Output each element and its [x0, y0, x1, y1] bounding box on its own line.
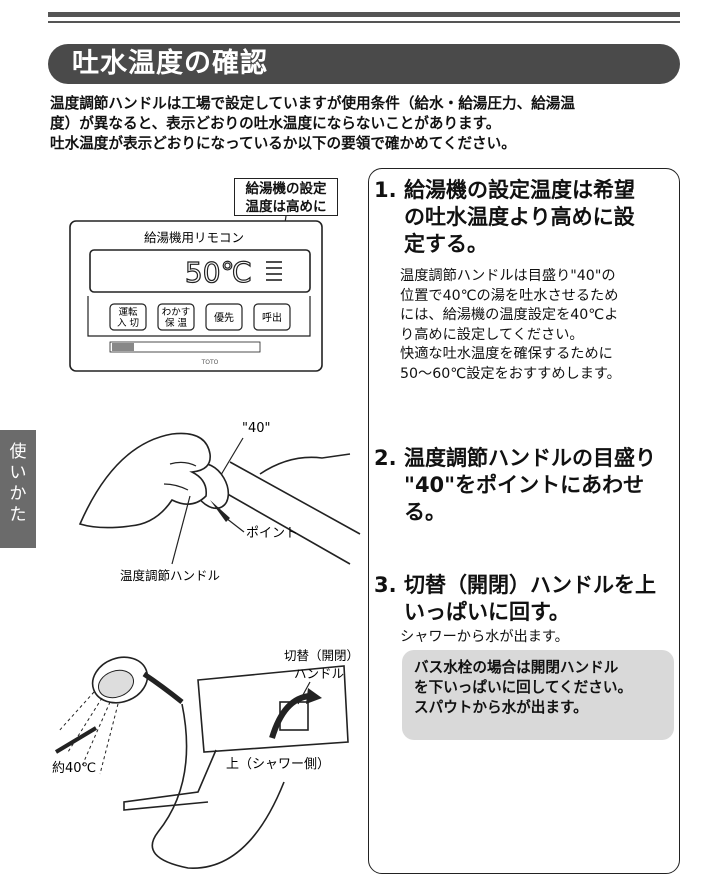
- step-heading-line: いっぱいに回す。: [404, 600, 570, 624]
- step-body-line: 快適な吐水温度を確保するために: [400, 346, 613, 362]
- step-heading-line: 切替（開閉）ハンドルを上: [404, 573, 656, 597]
- step-heading-line: 温度調節ハンドルの目盛り: [404, 446, 656, 470]
- step-body-line: 50～60℃設定をおすすめします。: [400, 365, 621, 382]
- button-label: 入 切: [117, 318, 139, 329]
- step-body-line: には、給湯機の温度設定を40℃よ: [400, 307, 619, 323]
- point-label: ポイント: [246, 526, 298, 541]
- step-body-line: り高めに設定してください。: [400, 326, 584, 343]
- step-1-body: 温度調節ハンドルは目盛り"40"の 位置で40℃の湯を吐水させるため には、給湯…: [400, 267, 670, 384]
- top-rule-thin: [48, 21, 680, 23]
- rotate-arrowhead: [306, 688, 322, 704]
- step-3-body: シャワーから水が出ます。: [400, 628, 670, 648]
- remote-brand: TOTO: [201, 359, 219, 366]
- side-tab-usage: 使 い か た: [0, 430, 36, 548]
- remote-button-reheat[interactable]: [157, 303, 195, 331]
- remote-display: [89, 249, 311, 293]
- warning-sticker: [112, 343, 134, 351]
- rotate-arrow: [269, 693, 311, 739]
- step-body-line: シャワーから水が出ます。: [400, 629, 569, 645]
- note-line: を下いっぱいに回してください。: [414, 679, 633, 696]
- display-menu-icon: [266, 261, 282, 281]
- finger-line: [163, 461, 197, 491]
- water-spray: [57, 691, 119, 775]
- step-number: 2.: [374, 446, 397, 470]
- step-2-heading: 2. 温度調節ハンドルの目盛り "40"をポイントにあわせ る。: [374, 445, 656, 526]
- remote-button-power[interactable]: [109, 303, 147, 331]
- point-leader: [225, 517, 245, 533]
- handle-label: 温度調節ハンドル: [120, 568, 220, 583]
- shower-hose: [151, 703, 285, 869]
- side-tab-char: た: [9, 505, 27, 525]
- step-number: 1.: [374, 178, 397, 202]
- button-label: わかす: [162, 307, 191, 318]
- step-heading-line: の吐水温度より高めに設: [404, 205, 635, 229]
- intro-line: 吐水温度が表示どおりになっているか以下の要領で確かめてください。: [50, 135, 516, 152]
- point-arrow: [210, 500, 230, 522]
- step-1-heading: 1. 給湯機の設定温度は希望 の吐水温度より高めに設 定する。: [374, 177, 635, 258]
- shower-face: [98, 669, 134, 699]
- button-label: 優先: [214, 311, 234, 324]
- intro-text: 温度調節ハンドルは工場で設定していますが使用条件（給水・給湯圧力、給湯温 度）が…: [50, 94, 690, 154]
- temperature-handle-illustration: "40" ポイント 温度調節ハンドル: [78, 421, 361, 583]
- wall-pipe: [259, 453, 351, 475]
- step-body-line: 温度調節ハンドルは目盛り"40"の: [400, 268, 616, 284]
- up-label: 上（シャワー側）: [226, 757, 330, 772]
- handle-leader: [171, 495, 191, 565]
- step-heading-line: る。: [404, 500, 446, 524]
- note-line: スパウトから水が出ます。: [414, 699, 588, 716]
- faucet-bar: [197, 665, 349, 753]
- steps-panel: [368, 168, 680, 874]
- button-label: 呼出: [262, 311, 282, 324]
- step-3-heading: 3. 切替（開閉）ハンドルを上 いっぱいに回す。: [374, 572, 656, 626]
- button-label: 運転: [118, 307, 138, 318]
- display-temperature: 50℃: [185, 256, 252, 289]
- switch-label: 切替（開閉）: [284, 648, 359, 663]
- remote-button-priority[interactable]: [205, 303, 243, 331]
- faucet-body: [209, 461, 361, 565]
- intro-line: 温度調節ハンドルは工場で設定していますが使用条件（給水・給湯圧力、給湯温: [50, 95, 575, 112]
- shower-handle: [142, 671, 184, 704]
- bath-faucet-note: バス水栓の場合は開閉ハンドル を下いっぱいに回してください。 スパウトから水が出…: [402, 650, 674, 740]
- step-heading-line: 給湯機の設定温度は希望: [404, 178, 635, 202]
- note-line: バス水栓の場合は開閉ハンドル: [414, 659, 619, 676]
- side-tab-char: い: [9, 463, 27, 483]
- shower-faucet-illustration: 約40℃ 切替（開閉） ハンドル 上（シャワー側）: [52, 648, 359, 869]
- intro-line: 度）が異なると、表示どおりの吐水温度にならないことがあります。: [50, 115, 501, 132]
- switch-leader: [297, 681, 311, 705]
- remote-label: 給湯機用リモコン: [144, 230, 244, 245]
- step-heading-line: 定する。: [404, 232, 488, 256]
- side-tab-char: 使: [9, 442, 27, 462]
- side-tab-char: か: [9, 484, 27, 504]
- step-body-line: 位置で40℃の湯を吐水させるため: [400, 287, 619, 304]
- button-label: 保 温: [165, 317, 188, 329]
- warning-label-strip: [109, 341, 261, 353]
- step-heading-line: "40"をポイントにあわせ: [404, 473, 645, 497]
- callout-line: 温度は高めに: [245, 199, 327, 215]
- remote-callout: 給湯機の設定 温度は高めに: [234, 178, 338, 216]
- remote-control-illustration: 給湯機用リモコン 50℃ 運転 入 切 わかす 保 温 優先 呼出 TOTO: [69, 215, 323, 372]
- section-title: 吐水温度の確認: [48, 44, 680, 84]
- top-rule-thick: [48, 12, 680, 17]
- switch-label: ハンドル: [294, 666, 344, 681]
- mark-40-label: "40": [242, 421, 271, 436]
- hand-outline: [78, 432, 211, 529]
- spout: [123, 749, 217, 811]
- thermometer: [54, 726, 98, 754]
- callout-line: 給湯機の設定: [245, 181, 327, 197]
- temp-label: 約40℃: [52, 761, 96, 776]
- remote-button-call[interactable]: [253, 303, 291, 331]
- step-number: 3.: [374, 573, 397, 597]
- button-bay: [87, 296, 311, 337]
